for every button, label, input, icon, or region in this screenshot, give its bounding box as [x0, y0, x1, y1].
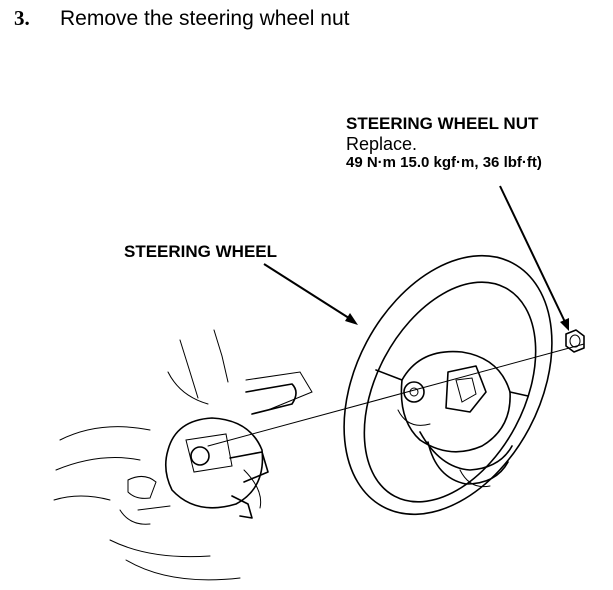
steering-wheel-label: STEERING WHEEL: [124, 242, 278, 261]
step-title: Remove the steering wheel nut: [60, 7, 350, 30]
steering-wheel-nut-callout: STEERING WHEEL NUT Replace. 49 N·m 15.0 …: [346, 114, 542, 171]
wheel-leader-arrow: [263, 263, 358, 325]
steering-wheel-nut: [565, 329, 585, 353]
replace-note: Replace.: [346, 133, 418, 154]
steering-wheel-nut-label: STEERING WHEEL NUT: [346, 114, 539, 133]
steering-wheel-hub: [375, 350, 529, 488]
steering-column: [53, 329, 313, 581]
step-header: 3. Remove the steering wheel nut: [14, 6, 350, 36]
torque-spec: 49 N·m 15.0 kgf·m, 36 lbf·ft): [346, 154, 542, 172]
steering-axis-line: [207, 343, 585, 447]
nut-leader-arrow: [499, 185, 569, 331]
step-number: 3.: [14, 6, 30, 30]
steering-wheel-rim: [343, 254, 553, 516]
